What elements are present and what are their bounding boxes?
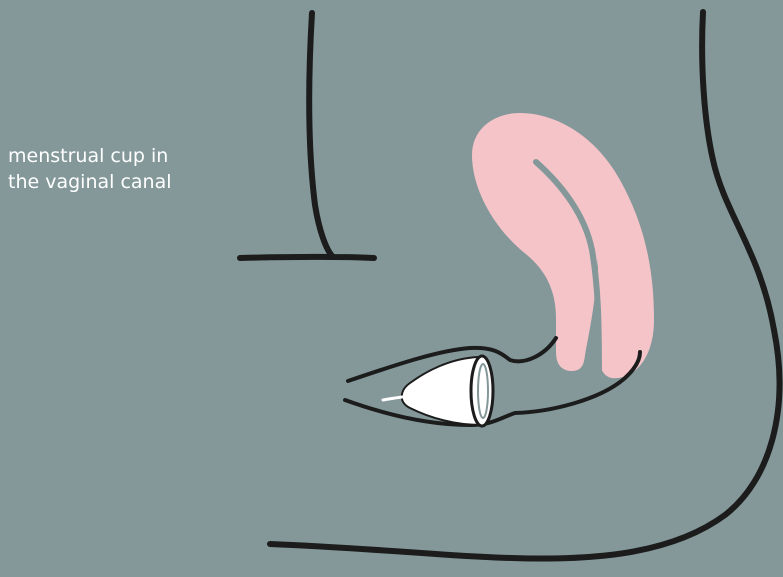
uterus-shape (472, 113, 654, 378)
label-line-2: the vaginal canal (8, 169, 238, 195)
label-pointer-line (240, 13, 374, 258)
body-back-contour (270, 12, 779, 559)
diagram-label: menstrual cup in the vaginal canal (8, 143, 238, 195)
label-line-1: menstrual cup in (8, 143, 238, 169)
